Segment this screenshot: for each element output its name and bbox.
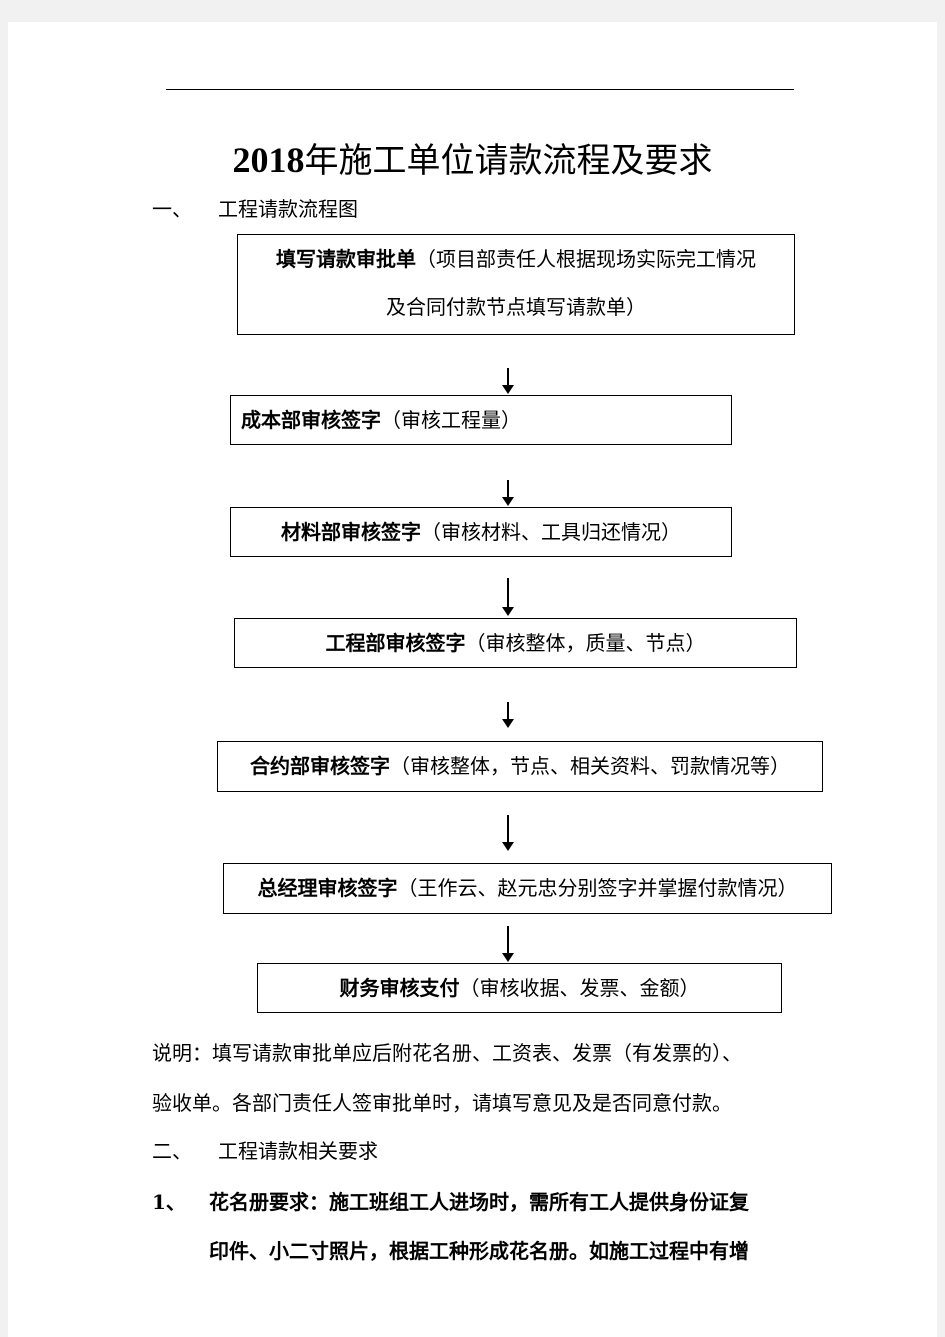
section-heading-requirements: 二、 工程请款相关要求: [152, 1137, 378, 1165]
explanation-line-1: 说明：填写请款审批单应后附花名册、工资表、发票（有发票的）、: [152, 1041, 742, 1065]
flow-arrow: [502, 480, 514, 506]
flow-step-title: 工程部审核签字: [325, 631, 466, 655]
flow-step-title: 合约部审核签字: [250, 754, 390, 778]
flow-arrow: [502, 702, 514, 728]
flow-arrow: [502, 926, 514, 962]
section-number: 一、: [152, 197, 192, 221]
flow-step-material-dept: 材料部审核签字（审核材料、工具归还情况）: [230, 507, 732, 557]
title-text: 年施工单位请款流程及要求: [304, 141, 713, 181]
flow-step-note: （王作云、赵元忠分别签字并掌握付款情况）: [397, 876, 798, 900]
flow-step-title: 材料部审核签字: [281, 520, 421, 544]
requirement-number: 1、: [152, 1190, 186, 1214]
flow-step-engineering-dept: 工程部审核签字（审核整体，质量、节点）: [234, 618, 797, 668]
requirement-line-2: 印件、小二寸照片，根据工种形成花名册。如施工过程中有增: [209, 1239, 749, 1263]
requirement-line-1: 花名册要求：施工班组工人进场时，需所有工人提供身份证复: [209, 1190, 749, 1214]
title-year: 2018: [232, 140, 305, 180]
flow-step-note: （审核整体，质量、节点）: [465, 631, 706, 655]
flow-step-title: 填写请款审批单: [276, 247, 416, 271]
flow-step-note-line2: 及合同付款节点填写请款单）: [386, 295, 646, 319]
flow-step-note: （审核整体，节点、相关资料、罚款情况等）: [390, 754, 790, 778]
flow-step-cost-dept: 成本部审核签字（审核工程量）: [230, 395, 732, 445]
flow-step-note: （审核工程量）: [381, 408, 521, 432]
section-label: 工程请款相关要求: [218, 1139, 378, 1163]
flow-step-title: 财务审核支付: [339, 976, 460, 1000]
header-rule: [166, 89, 794, 90]
flow-step-finance-payment: 财务审核支付（审核收据、发票、金额）: [257, 963, 782, 1013]
flow-step-contract-dept: 合约部审核签字（审核整体，节点、相关资料、罚款情况等）: [217, 741, 823, 792]
document-title: 2018年施工单位请款流程及要求: [0, 136, 945, 185]
section-label: 工程请款流程图: [218, 197, 358, 221]
section-number: 二、: [152, 1139, 192, 1163]
explanation-line-2: 验收单。各部门责任人签审批单时，请填写意见及是否同意付款。: [152, 1091, 732, 1115]
flow-arrow: [502, 578, 514, 616]
flow-step-title: 成本部审核签字: [241, 408, 381, 432]
document-page: [8, 22, 937, 1337]
flow-step-title: 总经理审核签字: [257, 876, 398, 900]
flow-step-note: （项目部责任人根据现场实际完工情况: [416, 247, 756, 271]
section-heading-flowchart: 一、 工程请款流程图: [152, 195, 358, 223]
flow-step-note: （审核收据、发票、金额）: [459, 976, 700, 1000]
flow-step-note: （审核材料、工具归还情况）: [421, 520, 681, 544]
flow-step-line: 填写请款审批单（项目部责任人根据现场实际完工情况: [238, 235, 794, 283]
flow-step-general-manager: 总经理审核签字（王作云、赵元忠分别签字并掌握付款情况）: [223, 863, 832, 914]
flow-arrow: [502, 368, 514, 394]
flow-step-fill-request: 填写请款审批单（项目部责任人根据现场实际完工情况 及合同付款节点填写请款单）: [237, 234, 795, 335]
flow-arrow: [502, 815, 514, 851]
